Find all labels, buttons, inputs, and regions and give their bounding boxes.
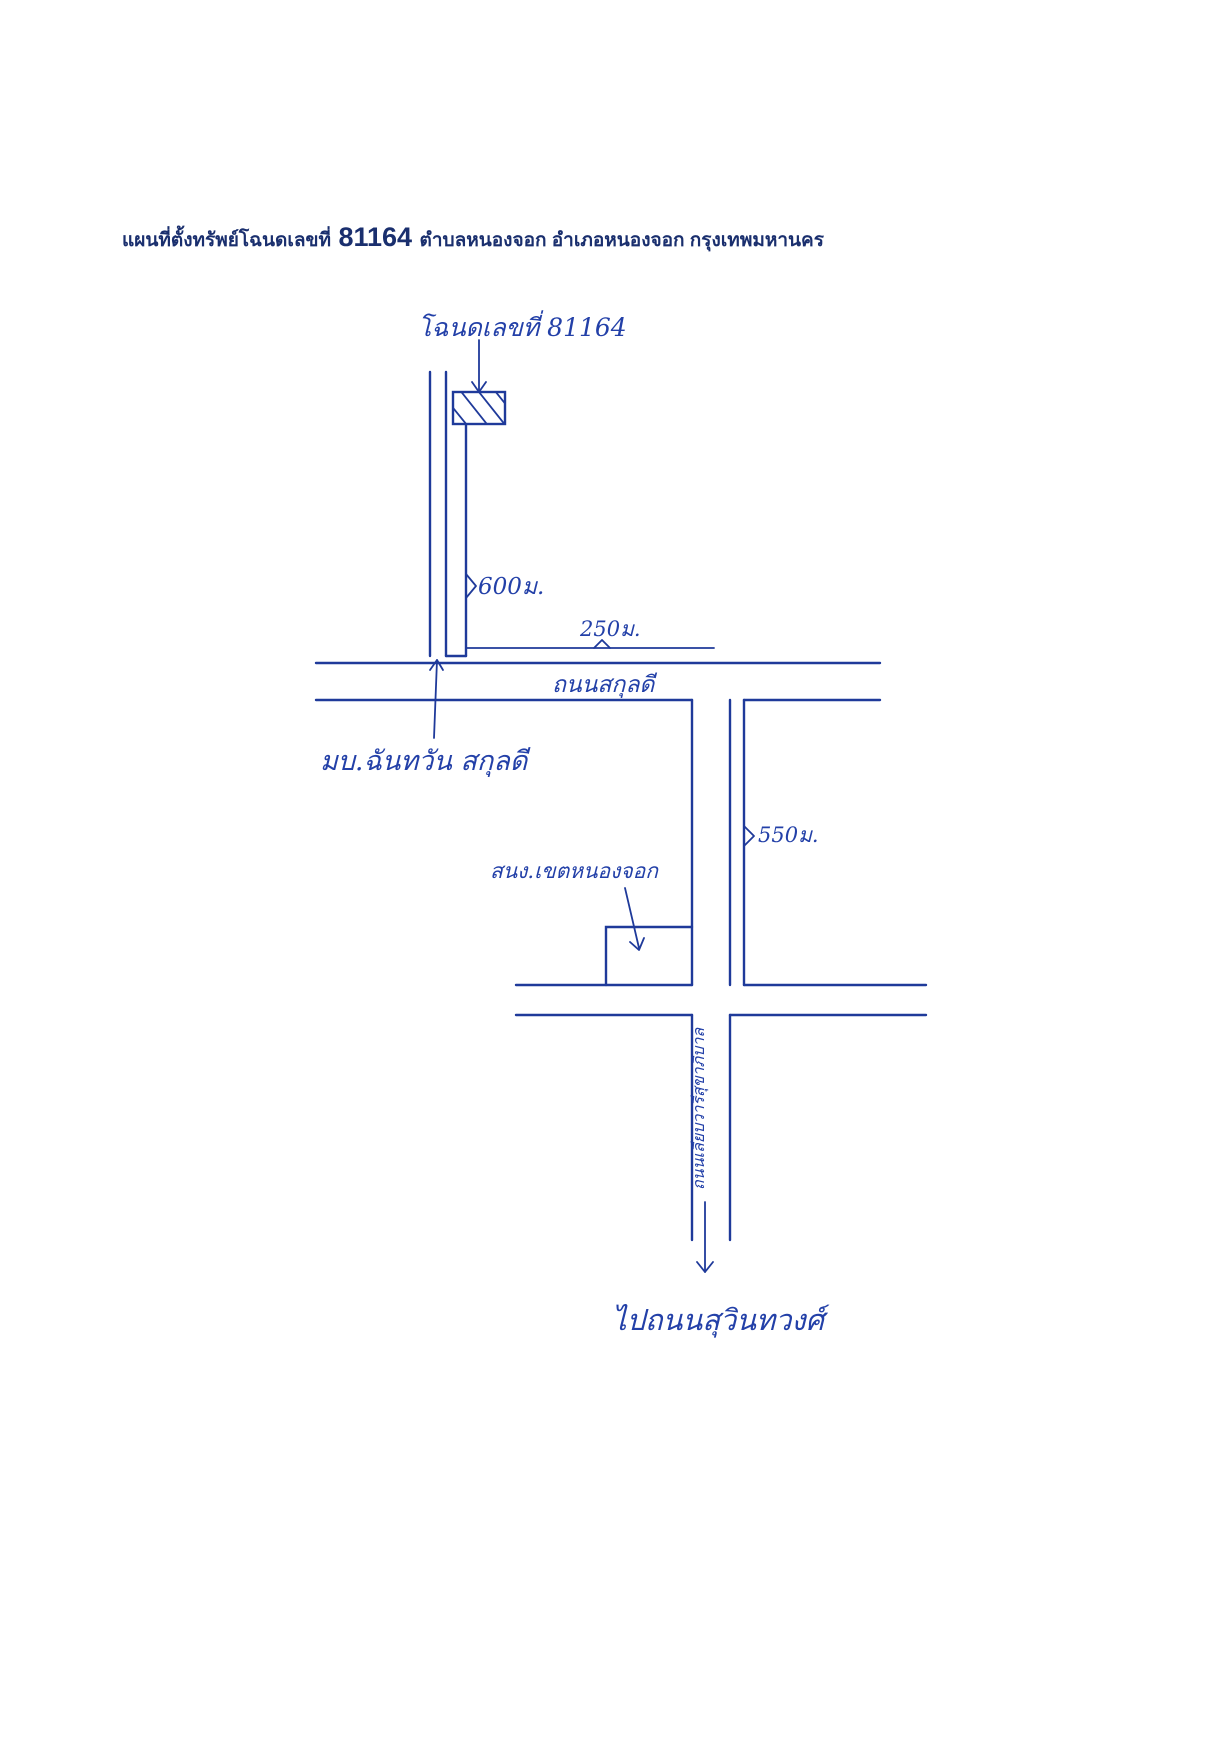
distance-600-label: 600ม.: [478, 574, 544, 600]
destination-label: ไปถนนสุวินทวงศ์: [612, 1303, 830, 1338]
plot-label: โฉนดเลขที่ 81164: [418, 310, 627, 342]
plot-arrow: [471, 339, 487, 393]
bottom-road: [690, 1013, 732, 1242]
road-label-sakundee: ถนนสกุลดี: [552, 672, 657, 698]
dimension-250: [465, 639, 715, 649]
title-prefix: แผนที่ตั้งทรัพย์โฉนดเลขที่: [122, 230, 332, 251]
district-office: [604, 925, 694, 987]
lower-road: [514, 983, 928, 1017]
brace-550: [743, 825, 755, 847]
middle-road: [690, 698, 746, 987]
plot-marker: [451, 390, 507, 426]
upper-lane: [428, 370, 468, 658]
brace-600: [465, 573, 477, 599]
village-arrow: [429, 659, 444, 739]
village-label: มบ.ฉันทวัน สกุลดี: [320, 746, 531, 778]
main-road: [314, 661, 882, 702]
office-arrow: [624, 887, 645, 951]
title-location: ตำบลหนองจอก อำเภอหนองจอก กรุงเทพมหานคร: [419, 230, 824, 251]
direction-arrow: [696, 1201, 714, 1273]
page-title: แผนที่ตั้งทรัพย์โฉนดเลขที่ 81164 ตำบลหนอ…: [122, 222, 824, 255]
road-label-vertical: ถนนเลียบวารีสุขาภิบาล: [689, 1027, 709, 1190]
distance-550-label: 550ม.: [758, 823, 819, 847]
district-office-label: สนง.เขตหนองจอก: [490, 859, 659, 883]
distance-250-label: 250ม.: [579, 617, 641, 641]
title-deed-number: 81164: [338, 222, 413, 252]
